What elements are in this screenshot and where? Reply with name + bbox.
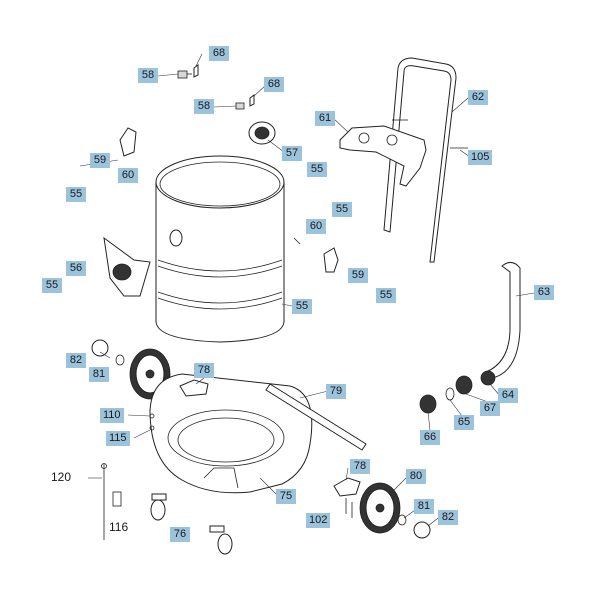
callout-64[interactable]: 64 — [498, 388, 518, 403]
part-78-top-part — [179, 379, 209, 397]
callout-62[interactable]: 62 — [468, 90, 488, 105]
callout-55-right-latch[interactable]: 55 — [376, 288, 396, 303]
inlet-56-part — [103, 236, 151, 297]
part-78-bottom-part — [333, 477, 361, 497]
callout-110[interactable]: 110 — [100, 408, 124, 423]
rod-79-part — [265, 383, 367, 451]
coupling-67-part — [455, 375, 473, 395]
hose-63-part — [485, 262, 521, 379]
callout-120[interactable]: 120 — [51, 470, 72, 484]
callout-66[interactable]: 66 — [420, 430, 440, 445]
callout-61[interactable]: 61 — [315, 111, 335, 126]
part-115-part — [149, 425, 155, 431]
callout-63[interactable]: 63 — [534, 285, 554, 300]
handle-62-part — [383, 57, 468, 263]
washer-81-right-part — [397, 514, 407, 526]
spring-116-part — [112, 491, 122, 507]
callout-115[interactable]: 115 — [106, 431, 130, 446]
base-75-part — [149, 373, 313, 494]
wheel-80-right-part — [359, 482, 401, 534]
bushing-57-part — [248, 121, 276, 145]
cap-82-right-part — [413, 521, 431, 539]
callout-55-right-latch-top[interactable]: 55 — [332, 202, 352, 217]
callout-81-left[interactable]: 81 — [89, 367, 109, 382]
callout-78-bottom[interactable]: 78 — [350, 459, 370, 474]
callout-55-left-latch[interactable]: 55 — [66, 187, 86, 202]
coupling-66-part — [419, 394, 437, 414]
callout-55-bushing[interactable]: 55 — [307, 162, 327, 177]
callout-102[interactable]: 102 — [306, 513, 331, 528]
caster-76-a-part — [150, 493, 167, 521]
cap-82-left-part — [91, 339, 109, 357]
leader-lines — [88, 53, 535, 527]
callout-58-top[interactable]: 58 — [138, 68, 158, 83]
callout-75[interactable]: 75 — [276, 489, 296, 504]
callout-80[interactable]: 80 — [406, 469, 426, 484]
latch-59-right-part — [293, 237, 339, 273]
callout-82-left[interactable]: 82 — [66, 353, 86, 368]
callout-76[interactable]: 76 — [170, 527, 190, 542]
callout-82-right[interactable]: 82 — [438, 510, 458, 525]
callout-57[interactable]: 57 — [282, 146, 302, 161]
callout-67[interactable]: 67 — [480, 401, 500, 416]
callout-79[interactable]: 79 — [326, 384, 346, 399]
screw-58-top-part — [177, 64, 199, 79]
callout-68-top[interactable]: 68 — [209, 46, 229, 61]
callout-59-right[interactable]: 59 — [348, 268, 368, 283]
container-55-part — [155, 155, 285, 343]
coupling-64-part — [480, 370, 496, 386]
callout-58-second[interactable]: 58 — [194, 99, 214, 114]
screw-58-second-part — [235, 94, 255, 110]
caster-76-b-part — [209, 525, 233, 555]
callout-59-left[interactable]: 59 — [90, 153, 110, 168]
callout-116[interactable]: 116 — [109, 520, 129, 534]
screws-102-part — [345, 498, 353, 518]
callout-56[interactable]: 56 — [66, 261, 86, 276]
holder-61-part — [339, 125, 427, 187]
callout-105[interactable]: 105 — [468, 150, 493, 165]
callout-55-container[interactable]: 55 — [292, 299, 312, 314]
callout-81-right[interactable]: 81 — [414, 499, 434, 514]
ring-65-part — [445, 387, 455, 401]
callout-68-second[interactable]: 68 — [264, 77, 284, 92]
cable-tie-120-part — [101, 463, 107, 540]
callout-60-left[interactable]: 60 — [118, 168, 138, 183]
callout-55-inlet[interactable]: 55 — [42, 278, 62, 293]
callout-78-top[interactable]: 78 — [194, 363, 214, 378]
washer-81-left-part — [115, 354, 125, 366]
callout-60-right[interactable]: 60 — [306, 219, 326, 234]
callout-65[interactable]: 65 — [454, 415, 474, 430]
